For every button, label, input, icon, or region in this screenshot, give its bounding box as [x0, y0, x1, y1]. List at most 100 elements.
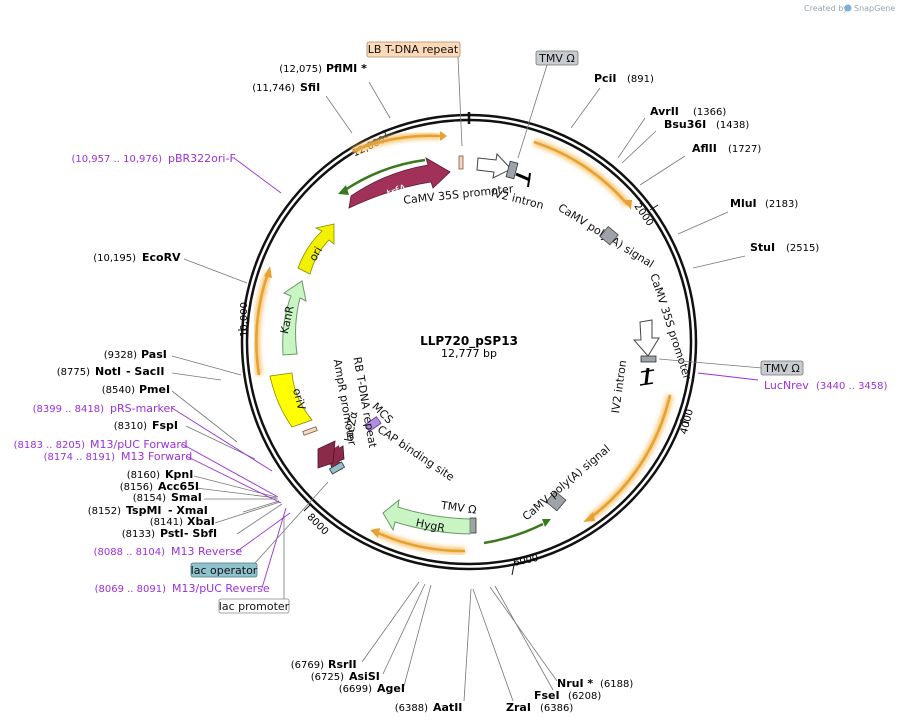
site-name-aflii[interactable]: AflII	[692, 142, 717, 155]
lac-operator-marker	[328, 461, 346, 475]
primer-name-prs-marker[interactable]: pRS-marker	[110, 402, 175, 415]
tmv-right-box[interactable]	[760, 360, 804, 376]
trfa-feature[interactable]	[348, 157, 451, 209]
rb-tdna-marker	[302, 426, 318, 436]
mcs-marker	[364, 416, 382, 432]
tick-label-10000: 10,000	[239, 302, 250, 337]
oriv-feature[interactable]	[269, 372, 313, 428]
primer-pos-m13-rev: (8088 .. 8104)	[94, 547, 166, 558]
site-name-stui[interactable]: StuI	[750, 241, 775, 254]
kanr-label: KanR	[278, 304, 297, 335]
iv2-right-label: IV2 intron	[609, 359, 629, 414]
lb-tdna-box-label: LB T-DNA repeat	[368, 43, 459, 56]
tick-label-4000: 4000	[679, 408, 696, 435]
site-name-asisi[interactable]: AsiSI	[349, 670, 380, 683]
lb-tdna-box[interactable]	[366, 41, 461, 58]
tmv-top-box[interactable]	[535, 50, 579, 66]
site-pos-tspmi: (8152)	[88, 506, 121, 517]
site-pos-fsei: (6208)	[568, 691, 601, 702]
camv35s-promoter-right-label: CaMV 35S promoter	[647, 272, 694, 382]
site-pos-smai: (8154)	[133, 493, 166, 504]
primer-pos-pbr322ori: (10,957 .. 10,976)	[72, 154, 163, 165]
site-pos-noti: (8775)	[57, 367, 90, 378]
site-name-pmei[interactable]: PmeI	[139, 383, 170, 396]
site-name-zrai[interactable]: ZraI	[506, 701, 531, 714]
lb-tdna-marker	[458, 155, 464, 170]
site-name-xbai[interactable]: XbaI	[187, 515, 215, 528]
site-name-sfii[interactable]: SfiI	[300, 81, 320, 94]
primer-name-m13puc-fwd[interactable]: M13/pUC Forward	[90, 438, 188, 451]
site-pos-aatii: (6388)	[395, 703, 428, 714]
site-name-ecorv[interactable]: EcoRV	[142, 251, 181, 264]
site-name-acc65i[interactable]: Acc65I	[158, 480, 199, 493]
primer-pos-lucnrev: (3440 .. 3458)	[816, 381, 888, 392]
site-name-mlui[interactable]: MluI	[730, 197, 757, 210]
site-pos-xbai: (8141)	[150, 517, 183, 528]
plasmid-name: LLP720_pSP13	[420, 334, 518, 349]
site-pos-asisi: (6725)	[311, 672, 344, 683]
camv35s-promoter-top-arrow[interactable]	[476, 152, 512, 179]
boxed-labels: LB T-DNA repeat TMV Ω TMV Ω lac operator…	[190, 41, 804, 614]
site-pos-agei: (6699)	[339, 684, 372, 695]
primer-name-pbr322ori[interactable]: pBR322ori-F	[168, 152, 236, 165]
site-name-pflmi[interactable]: PflMI *	[326, 62, 367, 75]
credit-brand: SnapGene	[854, 4, 895, 13]
site-name-rsrii[interactable]: RsrII	[328, 658, 357, 671]
site-name-kpni[interactable]: KpnI	[165, 468, 193, 481]
lac-promoter-box-label: lac promoter	[219, 600, 290, 613]
lac-operator-box-label: lac operator	[191, 564, 258, 577]
site-name-fsei[interactable]: FseI	[534, 689, 560, 702]
lac-operator-box[interactable]	[190, 562, 258, 578]
primer-pos-m13puc-fwd: (8183 .. 8205)	[14, 440, 86, 451]
site-pos-kpni: (8160)	[127, 470, 160, 481]
tick-label-6000: 6000	[512, 553, 539, 569]
site-name-pcii[interactable]: PciI	[594, 72, 616, 85]
site-name-noti[interactable]: NotI	[95, 365, 121, 378]
site-name-bsu36i[interactable]: Bsu36I	[664, 118, 706, 131]
site-name-smai[interactable]: SmaI	[171, 491, 202, 504]
hygr-feature[interactable]	[382, 498, 471, 535]
primer-leaders	[171, 157, 759, 589]
primer-pos-m13puc-rev: (8069 .. 8091)	[95, 584, 167, 595]
site-name-nrui[interactable]: NruI *	[557, 677, 593, 690]
site-name-avrii[interactable]: AvrII	[650, 105, 679, 118]
site-extra-sacii[interactable]: - SacII	[126, 365, 164, 378]
primer-name-m13puc-rev[interactable]: M13/pUC Reverse	[172, 582, 270, 595]
site-extra-xmai[interactable]: - XmaI	[168, 504, 208, 517]
site-name-psti[interactable]: PstI	[160, 527, 184, 540]
ori-feature[interactable]	[297, 223, 335, 275]
primer-name-m13-rev[interactable]: M13 Reverse	[171, 545, 242, 558]
kanr-feature[interactable]	[282, 280, 307, 356]
site-name-agei[interactable]: AgeI	[377, 682, 405, 695]
site-pos-zrai: (6386)	[540, 703, 573, 714]
site-extra-sbfi[interactable]: - SbfI	[184, 527, 217, 540]
plasmid-length: 12,777 bp	[441, 347, 497, 360]
site-pos-pasi: (9328)	[104, 350, 137, 361]
primer-name-lucnrev[interactable]: LucNrev	[764, 379, 809, 392]
site-name-aatii[interactable]: AatII	[433, 701, 462, 714]
ori-label: ori	[307, 245, 325, 264]
site-pos-pcii: (891)	[627, 74, 654, 85]
oriv-label: oriV	[290, 387, 308, 412]
lac-promoter-box[interactable]	[218, 598, 290, 614]
site-pos-aflii: (1727)	[728, 144, 761, 155]
cap-binding-site-label: CAP binding site	[375, 423, 457, 484]
site-pos-psti: (8133)	[122, 529, 155, 540]
snapgene-credit: Created by SnapGene	[804, 4, 895, 13]
tmv-top-box-label: TMV Ω	[538, 52, 575, 65]
primer-labels: (10,957 .. 10,976) pBR322ori-F LucNrev (…	[14, 152, 888, 595]
primer-pos-m13-fwd: (8174 .. 8191)	[44, 452, 116, 463]
site-pos-pmei: (8540)	[102, 385, 135, 396]
site-name-fspi[interactable]: FspI	[152, 419, 178, 432]
site-name-pasi[interactable]: PasI	[141, 348, 167, 361]
site-pos-pflmi: (12,075)	[279, 64, 322, 75]
camv35s-promoter-right-arrow[interactable]	[632, 319, 660, 357]
primer-name-m13-fwd[interactable]: M13 Forward	[121, 450, 192, 463]
tmv-right-box-label: TMV Ω	[763, 362, 800, 375]
site-pos-ecorv: (10,195)	[93, 253, 136, 264]
site-name-tspmi[interactable]: TspMI	[126, 504, 162, 517]
lacza-label: lacZα	[342, 410, 360, 442]
hygr-label: HygR	[415, 516, 447, 535]
site-pos-sfii: (11,746)	[252, 83, 295, 94]
